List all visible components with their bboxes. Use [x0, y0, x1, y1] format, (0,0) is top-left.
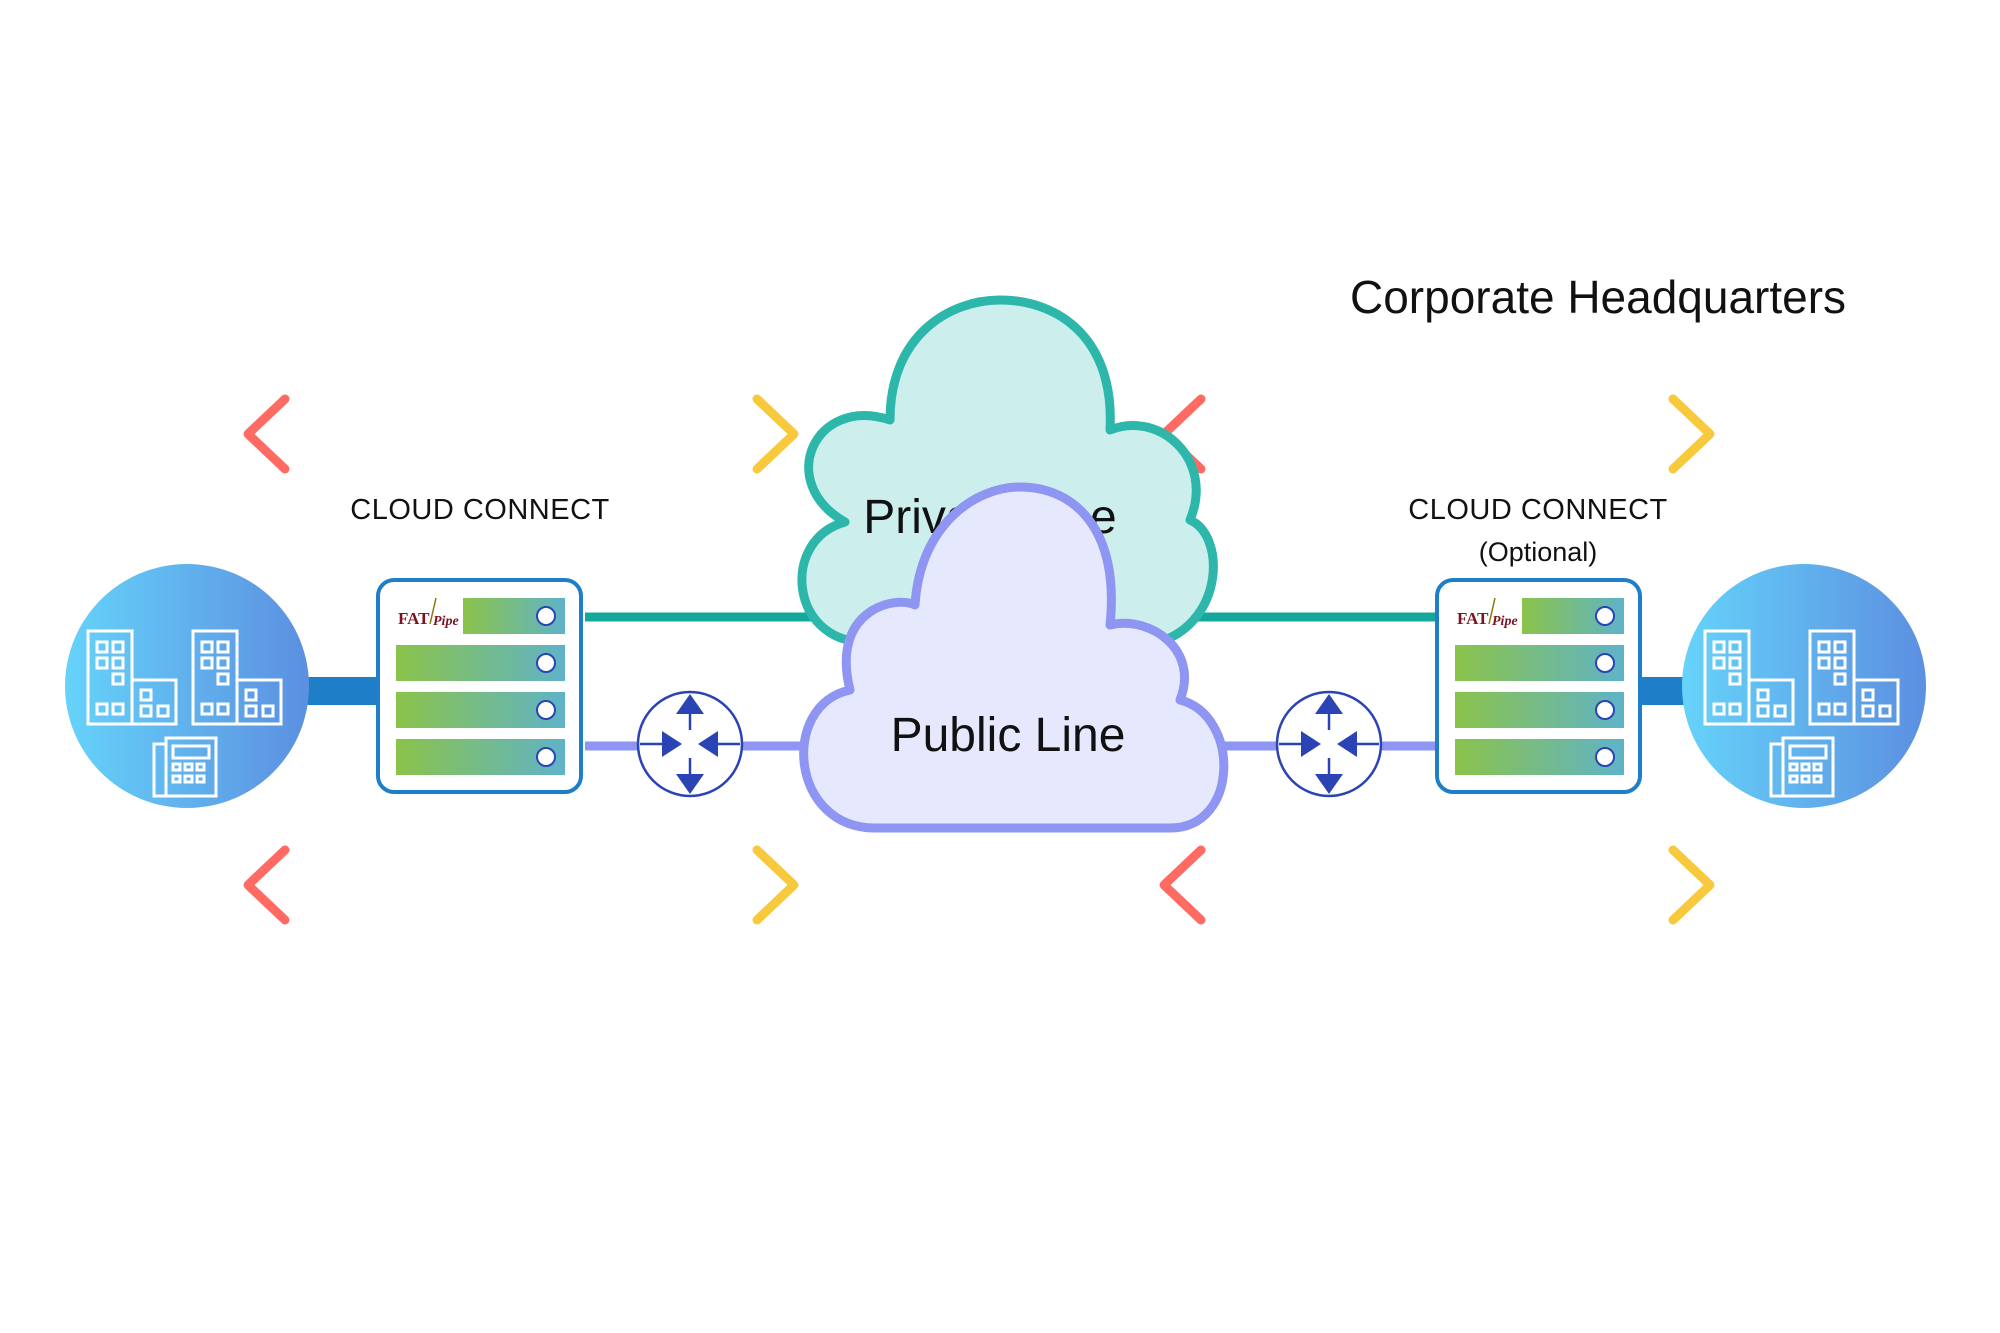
left-device-logo-fat: FAT	[398, 609, 430, 628]
right-device-logo-fat: FAT	[1457, 609, 1489, 628]
right-optional-label: (Optional)	[1479, 537, 1598, 567]
left-router-icon	[636, 690, 744, 798]
left-private-arrow	[248, 399, 794, 469]
left-fatpipe-device: FAT Pipe	[376, 578, 583, 794]
right-site-link	[1640, 677, 1690, 705]
left-cloud-connect-label: CLOUD CONNECT	[350, 494, 609, 526]
left-site-building-icon	[63, 562, 311, 810]
right-fatpipe-device: FAT Pipe	[1435, 578, 1642, 794]
right-site-building-icon	[1680, 562, 1928, 810]
right-router-icon	[1275, 690, 1383, 798]
right-private-arrow	[1164, 399, 1710, 469]
left-site-link	[300, 677, 378, 705]
right-cloud-connect-label: CLOUD CONNECT	[1408, 494, 1667, 526]
public-line-label: Public Line	[891, 709, 1126, 762]
left-public-arrow	[248, 850, 794, 920]
right-device-logo-pipe: Pipe	[1492, 614, 1518, 629]
public-line-cloud	[799, 482, 1229, 833]
right-public-arrow	[1164, 850, 1710, 920]
headquarters-title: Corporate Headquarters	[1350, 271, 1846, 323]
left-device-logo-pipe: Pipe	[433, 614, 459, 629]
